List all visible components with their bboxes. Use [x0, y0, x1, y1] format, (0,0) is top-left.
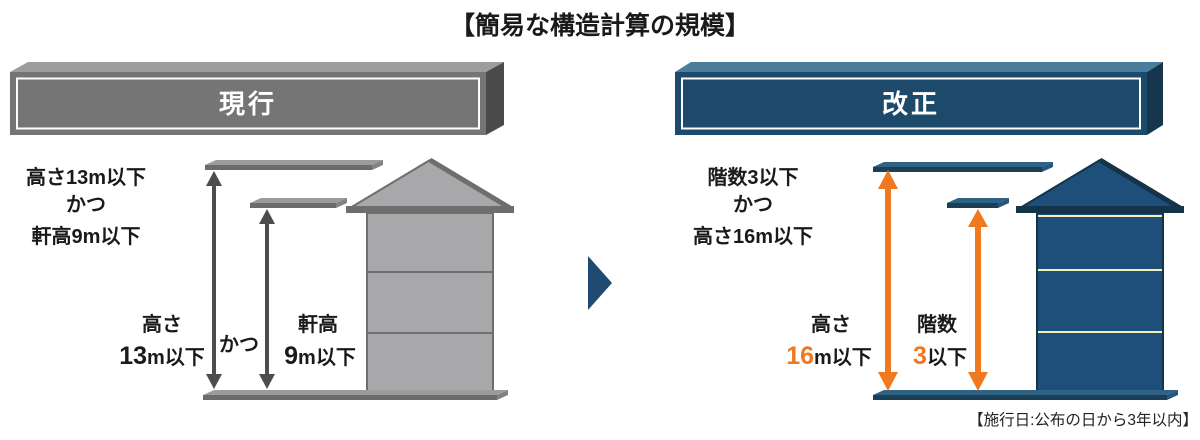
current-arrows: [206, 171, 275, 389]
revised-banner: 改正: [675, 62, 1163, 135]
height-arrow: [878, 170, 898, 391]
revised-building: [1016, 157, 1184, 393]
arrow-head-up-icon: [968, 209, 988, 227]
eave-bar: [346, 206, 514, 213]
arrow-shaft: [265, 221, 269, 379]
roof-shadow-edge: [428, 157, 512, 211]
bar-front-face: [205, 165, 372, 170]
building-body: [1036, 212, 1164, 393]
current-panel: 現行 高さ13m以下 かつ 軒高9m以下: [10, 62, 514, 400]
revised-measure-labels: 高さ 16m以下 階数 3以下: [786, 312, 967, 370]
transition-arrow-icon: [588, 256, 612, 310]
banner-top-face: [10, 62, 504, 72]
banner-front-face: [675, 72, 1147, 135]
condition-line: 階数3以下: [707, 165, 798, 189]
banner-top-face: [675, 62, 1163, 72]
banner-inner-border: [681, 77, 1141, 130]
bar-front-face: [250, 203, 336, 208]
arrow-head-down-icon: [968, 372, 988, 391]
connector-label: かつ: [219, 333, 259, 356]
ground-bar: [203, 390, 508, 400]
bar-top-face: [947, 198, 1009, 203]
height-limit-bar: [205, 160, 383, 170]
arrow-head-up-icon: [206, 171, 222, 186]
arrow-shaft: [212, 183, 216, 379]
bar-front-face: [873, 395, 1167, 400]
page-title: 【簡易な構造計算の規模】: [450, 11, 750, 40]
eaves-label-value: 9m以下: [284, 342, 356, 370]
bar-end-face: [336, 198, 347, 208]
height-label-title: 高さ: [142, 312, 182, 336]
eave-bar: [1016, 206, 1184, 213]
bar-top-face: [873, 390, 1178, 395]
arrow-shaft: [975, 224, 981, 376]
current-banner: 現行: [10, 62, 504, 135]
building-body: [366, 212, 494, 393]
arrow-head-up-icon: [878, 170, 898, 189]
stories-limit-bar: [947, 198, 1009, 208]
bar-end-face: [1167, 390, 1178, 400]
bar-end-face: [497, 390, 508, 400]
revised-measure-bars: [873, 162, 1178, 400]
condition-line: かつ: [733, 193, 773, 216]
current-measure-bars: [203, 160, 508, 400]
bar-top-face: [203, 390, 508, 395]
banner-side-face: [1147, 62, 1163, 135]
current-measure-labels: 高さ 13m以下 かつ 軒高 9m以下: [119, 312, 356, 370]
stories-label-value: 3以下: [913, 342, 967, 370]
bar-end-face: [372, 160, 383, 170]
condition-line: 高さ16m以下: [693, 224, 813, 248]
height-arrow: [206, 171, 222, 389]
ground-bar: [873, 390, 1178, 400]
bar-front-face: [947, 203, 998, 208]
eaves-label-title: 軒高: [298, 312, 338, 336]
arrow-head-down-icon: [259, 374, 275, 389]
roof-shadow-edge: [1098, 157, 1182, 211]
eaves-limit-bar: [250, 198, 347, 208]
arrow-shaft: [885, 186, 891, 376]
condition-line: かつ: [66, 193, 106, 216]
banner-front-face: [10, 72, 486, 135]
banner-side-face: [486, 62, 504, 135]
arrow-head-up-icon: [259, 209, 275, 224]
bar-front-face: [873, 167, 1042, 172]
eaves-arrow: [259, 209, 275, 389]
current-conditions: 高さ13m以下 かつ 軒高9m以下: [26, 165, 146, 248]
bar-front-face: [203, 395, 497, 400]
bar-top-face: [205, 160, 383, 165]
bar-top-face: [250, 198, 347, 203]
stories-arrow: [968, 209, 988, 391]
height-limit-bar: [873, 162, 1053, 172]
revised-conditions: 階数3以下 かつ 高さ16m以下: [693, 165, 813, 248]
bar-top-face: [873, 162, 1053, 167]
banner-inner-border: [16, 77, 480, 130]
height-label-value: 16m以下: [786, 342, 872, 370]
enforcement-note: 【施行日:公布の日から3年以内】: [968, 411, 1198, 429]
height-label-title: 高さ: [811, 312, 851, 336]
condition-line: 高さ13m以下: [26, 165, 146, 189]
current-building: [346, 157, 514, 393]
bar-end-face: [1042, 162, 1053, 172]
height-label-value: 13m以下: [119, 342, 205, 370]
stories-label-title: 階数: [917, 312, 958, 336]
revised-panel: 改正 階数3以下 かつ 高さ16m以下: [675, 62, 1198, 429]
condition-line: 軒高9m以下: [32, 224, 141, 248]
current-banner-label: 現行: [219, 89, 277, 119]
revised-banner-label: 改正: [882, 89, 940, 119]
bar-end-face: [998, 198, 1009, 208]
arrow-head-down-icon: [206, 374, 222, 389]
revised-arrows: [878, 170, 988, 391]
arrow-head-down-icon: [878, 372, 898, 391]
